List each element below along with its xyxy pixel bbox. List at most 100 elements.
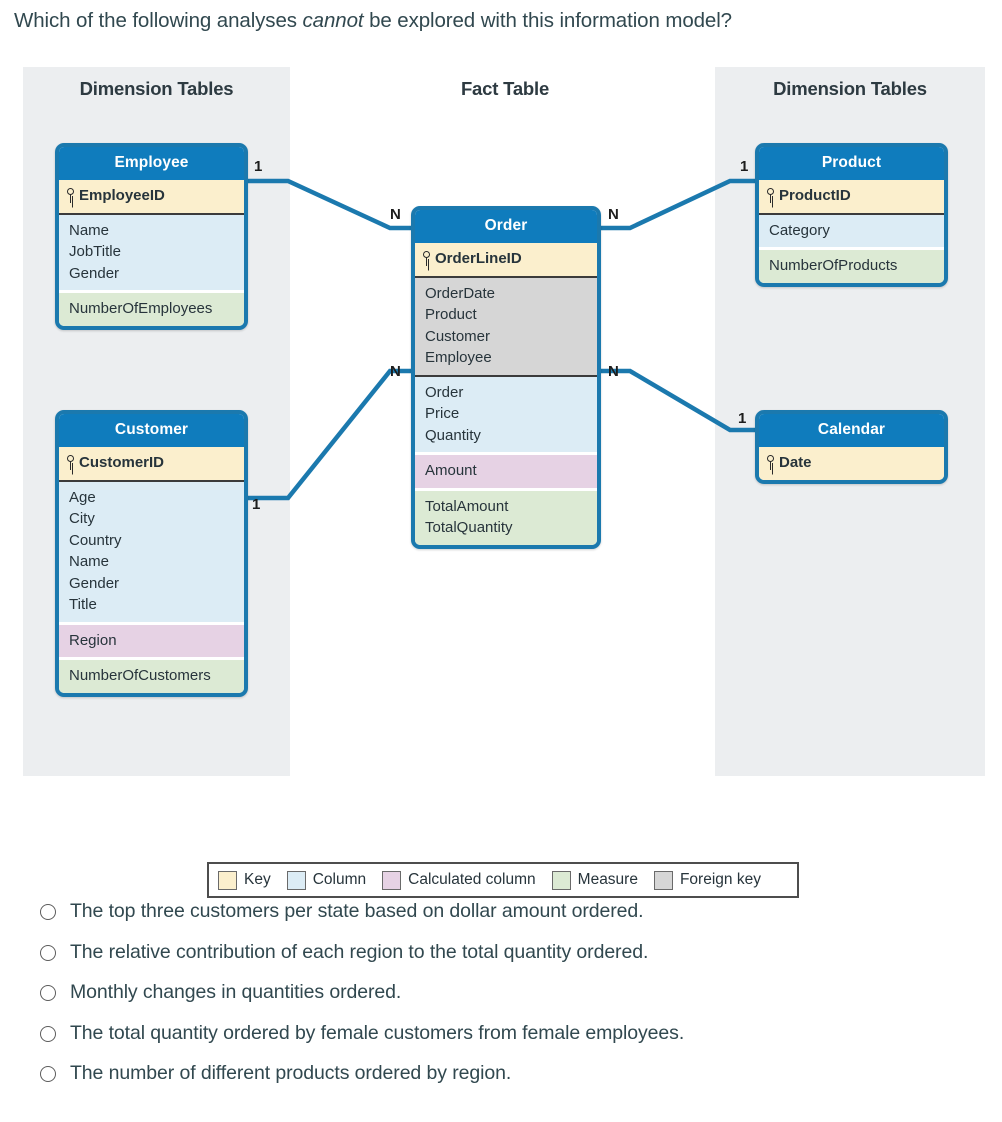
cardinality-employee-order-many: N [390,206,401,223]
entity-section-calculated-customer: Region [59,621,244,657]
answer-option-4[interactable]: The total quantity ordered by female cus… [40,1020,960,1061]
legend-item-foreign-key: Foreign key [653,870,761,890]
field-row: NumberOfCustomers [69,667,211,684]
radio-button-option-2[interactable] [40,944,56,961]
field-row: JobTitle [69,243,121,260]
entity-table-calendar[interactable]: Calendar Date [755,410,948,484]
answer-option-label-5: The number of different products ordered… [70,1062,512,1084]
field-row: Title [69,596,97,613]
field-row: Order [425,383,464,401]
legend-item-measure: Measure [551,870,638,890]
key-icon [66,455,75,471]
radio-button-option-3[interactable] [40,985,56,1001]
information-model-diagram: Dimension Tables Fact Table Dimension Ta… [0,58,1002,898]
field-row: Country [69,531,122,549]
field-row: Name [69,221,110,239]
question-text-after: be explored with this information model? [363,9,732,32]
entity-section-measures-order: TotalAmount TotalQuantity [415,487,597,545]
legend-label-column: Column [312,871,367,888]
legend-swatch-foreign-key [653,870,673,890]
legend-item-key: Key [218,870,271,890]
entity-header-product: Product [759,147,944,180]
answer-option-label-2: The relative contribution of each region… [70,940,649,963]
relationship-line-customer-order [248,368,412,501]
entity-section-key-employee: EmployeeID [59,180,244,215]
answer-option-5[interactable]: The number of different products ordered… [40,1060,960,1101]
answer-option-1[interactable]: The top three customers per state based … [40,898,960,939]
question-prompt: Which of the following analyses cannot b… [14,8,974,34]
entity-header-customer: Customer [59,414,244,447]
field-row: Employee [425,349,492,366]
key-icon [66,188,75,204]
field-label: ProductID [779,187,851,204]
panel-title-fact: Fact Table [460,78,550,99]
relationship-line-order-product [600,178,756,231]
field-label: OrderLineID [435,250,522,267]
entity-section-key-calendar: Date [759,447,944,480]
entity-table-order[interactable]: Order OrderLineID OrderDate Product Cust… [411,206,601,549]
entity-section-columns-order: Order Price Quantity [415,376,597,452]
entity-section-columns-customer: Age City Country Name Gender Title [59,481,244,622]
field-row: City [69,510,95,527]
field-label: CustomerID [79,454,165,471]
field-row: Date [759,452,944,474]
entity-header-employee: Employee [59,147,244,180]
answer-option-label-3: Monthly changes in quantities ordered. [70,981,402,1003]
entity-section-key-product: ProductID [759,180,944,215]
field-row: Customer [425,327,491,345]
cardinality-employee-order-one: 1 [254,158,263,175]
cardinality-customer-order-many: N [390,363,401,380]
entity-section-columns-product: Category [759,214,944,247]
cardinality-order-calendar-many: N [608,363,619,380]
answer-options-list: The top three customers per state based … [40,898,960,1101]
radio-button-option-4[interactable] [40,1025,56,1042]
entity-table-product[interactable]: Product ProductID Category NumberOfProdu… [755,143,948,287]
field-row: Gender [69,574,120,592]
field-row: TotalQuantity [425,519,513,536]
field-label: Date [779,454,812,471]
legend-item-column: Column [286,870,367,890]
question-emphasis: cannot [302,9,364,32]
field-row: CustomerID [59,452,244,474]
question-text-before: Which of the following analyses [14,9,303,32]
panel-title-dimension-right: Dimension Tables [773,78,927,99]
legend-label-foreign-key: Foreign key [679,871,761,888]
field-row: Age [69,488,96,506]
radio-button-option-5[interactable] [40,1066,56,1082]
legend-swatch-column [286,870,306,890]
panel-title-dimension-left: Dimension Tables [79,78,234,99]
answer-option-2[interactable]: The relative contribution of each region… [40,939,960,980]
field-row: Amount [425,462,477,479]
key-icon [766,455,775,471]
entity-section-measures-employee: NumberOfEmployees [59,290,244,326]
cardinality-order-product-one: 1 [740,158,749,175]
field-row: Category [769,221,830,239]
field-row: Gender [69,264,120,282]
legend-swatch-key [218,870,237,890]
field-row: NumberOfEmployees [69,300,213,317]
entity-section-measures-product: NumberOfProducts [759,247,944,283]
entity-table-customer[interactable]: Customer CustomerID Age City Country Nam… [55,410,248,697]
entity-table-employee[interactable]: Employee EmployeeID Name JobTitle Gender… [55,143,248,330]
field-row: Product [425,306,477,323]
entity-section-key-customer: CustomerID [59,447,244,482]
legend-item-calculated-column: Calculated column [382,870,536,890]
legend-label-calculated-column: Calculated column [408,871,536,888]
entity-header-order: Order [415,210,597,243]
field-label: EmployeeID [79,187,165,204]
relationship-line-order-calendar [600,368,756,433]
legend-swatch-measure [551,870,571,890]
field-row: Quantity [425,426,481,444]
field-row: OrderDate [425,284,496,302]
cardinality-order-product-many: N [608,206,619,223]
key-icon [766,188,775,204]
key-icon [422,251,431,267]
radio-button-option-1[interactable] [40,904,56,920]
answer-option-3[interactable]: Monthly changes in quantities ordered. [40,979,960,1020]
entity-section-columns-employee: Name JobTitle Gender [59,214,244,290]
field-row: Price [425,405,460,422]
entity-section-calculated-order: Amount [415,452,597,488]
answer-option-label-1: The top three customers per state based … [70,900,644,922]
legend-label-measure: Measure [577,871,638,888]
field-row: ProductID [759,185,944,207]
